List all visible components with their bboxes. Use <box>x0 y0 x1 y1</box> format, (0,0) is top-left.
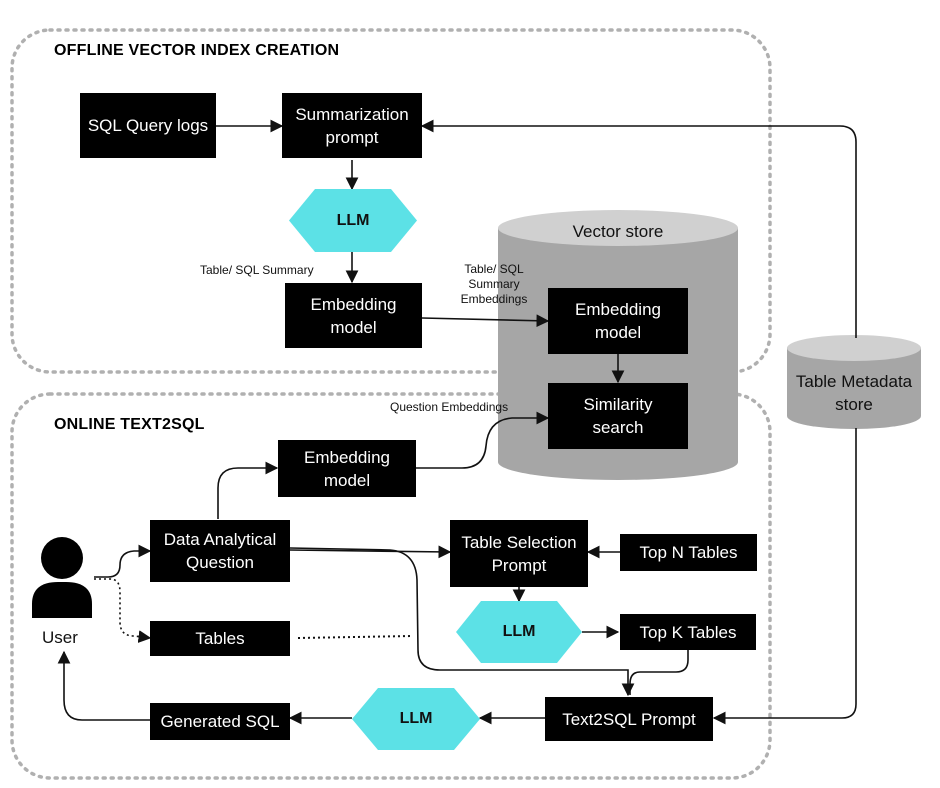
tables-box: Tables <box>150 621 290 656</box>
edge-question-to-table-selection <box>289 545 452 559</box>
similarity-search-box: Similarity search <box>548 383 688 449</box>
edge-tables-dotted <box>297 635 413 639</box>
edge-embedding-to-store-embedding <box>421 314 550 328</box>
table-sql-summary-label: Table/ SQL Summary <box>200 263 314 277</box>
top-k-tables-box: Top K Tables <box>620 614 756 650</box>
offline-section-border <box>10 28 772 374</box>
edge-question-to-text2sql <box>289 547 635 697</box>
top-n-tables-box: Top N Tables <box>620 534 757 571</box>
edge-question-to-embedding <box>217 461 279 519</box>
edge-generated-sql-to-user <box>57 650 150 721</box>
online-section-title: ONLINE TEXT2SQL <box>54 416 205 433</box>
llm-offline: LLM <box>289 189 417 252</box>
edge-metadata-to-summarization <box>420 119 857 338</box>
text2sql-prompt-box: Text2SQL Prompt <box>545 697 713 741</box>
llm-offline-label: LLM <box>336 211 370 229</box>
sql-query-logs-box: SQL Query logs <box>80 93 216 158</box>
edge-user-to-question <box>94 544 152 578</box>
llm-selection-hexagon <box>456 601 582 663</box>
online-section-border <box>10 392 772 780</box>
data-analytical-question-box: Data Analytical Question <box>150 520 290 582</box>
edge-metadata-to-text2sql <box>712 428 857 725</box>
llm-generation-hexagon <box>352 688 480 750</box>
summarization-prompt-box: Summarization prompt <box>282 93 422 158</box>
embedding-model-online-box: Embedding model <box>278 440 416 497</box>
user-icon <box>32 537 92 618</box>
llm-selection: LLM <box>456 601 582 663</box>
edge-top-k-to-text2sql <box>629 649 689 695</box>
table-metadata-store-cylinder <box>787 335 921 429</box>
table-metadata-store-label: Table Metadata store <box>795 372 913 414</box>
embedding-model-offline-box: Embedding model <box>285 283 422 348</box>
table-selection-prompt-box: Table Selection Prompt <box>450 520 588 587</box>
llm-offline-hexagon <box>289 189 417 252</box>
vector-store-label: Vector store <box>572 222 664 241</box>
edge-embedding-to-similarity <box>416 411 550 469</box>
edge-user-to-tables <box>94 578 152 643</box>
llm-generation: LLM <box>352 688 480 750</box>
user-label: User <box>42 628 78 647</box>
offline-section-title: OFFLINE VECTOR INDEX CREATION <box>54 42 340 59</box>
summary-embeddings-label: Table/ SQL Summary Embeddings <box>460 262 528 306</box>
question-embeddings-label: Question Embeddings <box>390 400 509 414</box>
llm-generation-label: LLM <box>399 710 433 727</box>
llm-selection-label: LLM <box>502 623 536 640</box>
embedding-model-store-box: Embedding model <box>548 288 688 354</box>
generated-sql-box: Generated SQL <box>150 703 290 740</box>
